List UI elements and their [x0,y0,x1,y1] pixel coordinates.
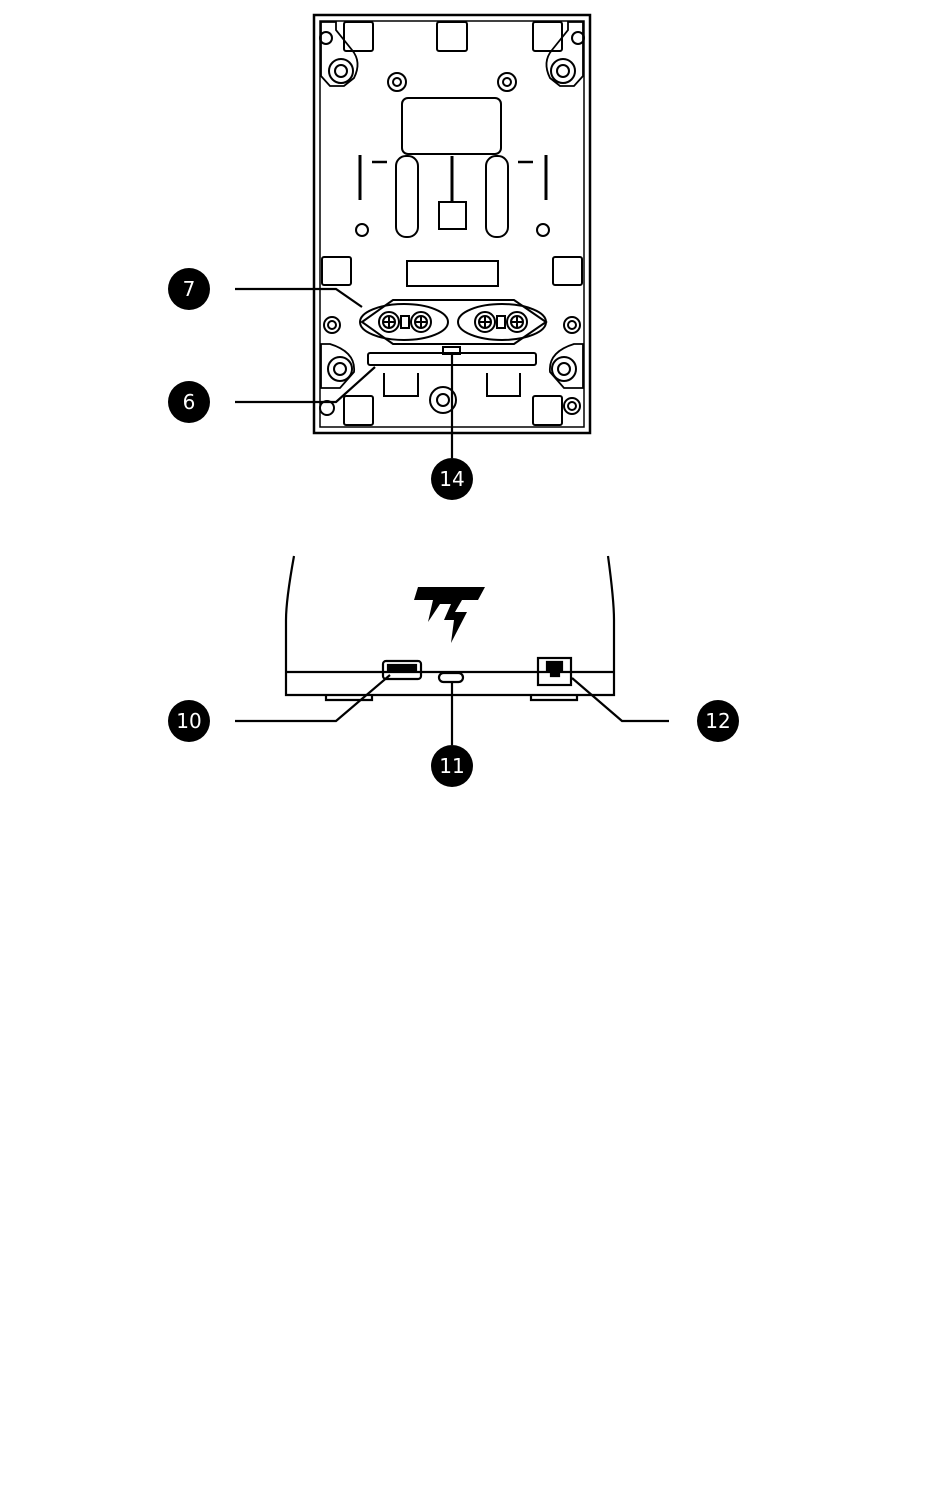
guide-slot-left [396,156,418,237]
screw-hole [498,73,516,91]
screw-hole [324,317,340,333]
corner-lobe-bottom-right [550,344,583,388]
callout-number: 6 [183,390,196,414]
center-block [439,202,466,229]
screw-hole [564,317,580,333]
leader-line-10 [235,675,390,721]
callout-10: 10 [168,700,210,742]
callout-number: 7 [183,277,196,301]
device-body-outline [286,556,614,695]
callout-14: 14 [431,458,473,500]
screw-hole [356,224,368,236]
callout-number: 10 [176,709,201,733]
screw-hole [564,398,580,414]
mount-square [437,22,467,51]
corner-lobe-bottom-left [321,344,354,388]
corner-lobe-top-right [546,22,584,86]
callout-6: 6 [168,381,210,423]
screw-hole [537,224,549,236]
callout-11: 11 [431,745,473,787]
mount-square [322,257,351,285]
mount-square [344,396,373,425]
guide-slot-right [486,156,508,237]
leader-line-7 [235,289,362,307]
callout-number: 11 [439,754,464,778]
lower-tab [487,373,520,396]
callout-7: 7 [168,268,210,310]
leader-lines-bottom [235,675,669,745]
leader-line-12 [572,678,669,721]
callout-12: 12 [697,700,739,742]
callout-number: 12 [705,709,730,733]
mount-square [533,22,562,51]
label-recess [402,98,501,154]
thrustmaster-logo-icon [414,587,485,643]
mount-square [533,396,562,425]
mount-square [553,257,582,285]
device-front-view [286,556,614,700]
middle-bar [407,261,498,286]
lower-tab [384,373,418,396]
callout-number: 14 [439,467,464,491]
usb-c-port [439,673,463,682]
corner-lobe-top-left [320,22,358,86]
screw-hole [388,73,406,91]
clamp-screw-assembly [360,300,546,344]
